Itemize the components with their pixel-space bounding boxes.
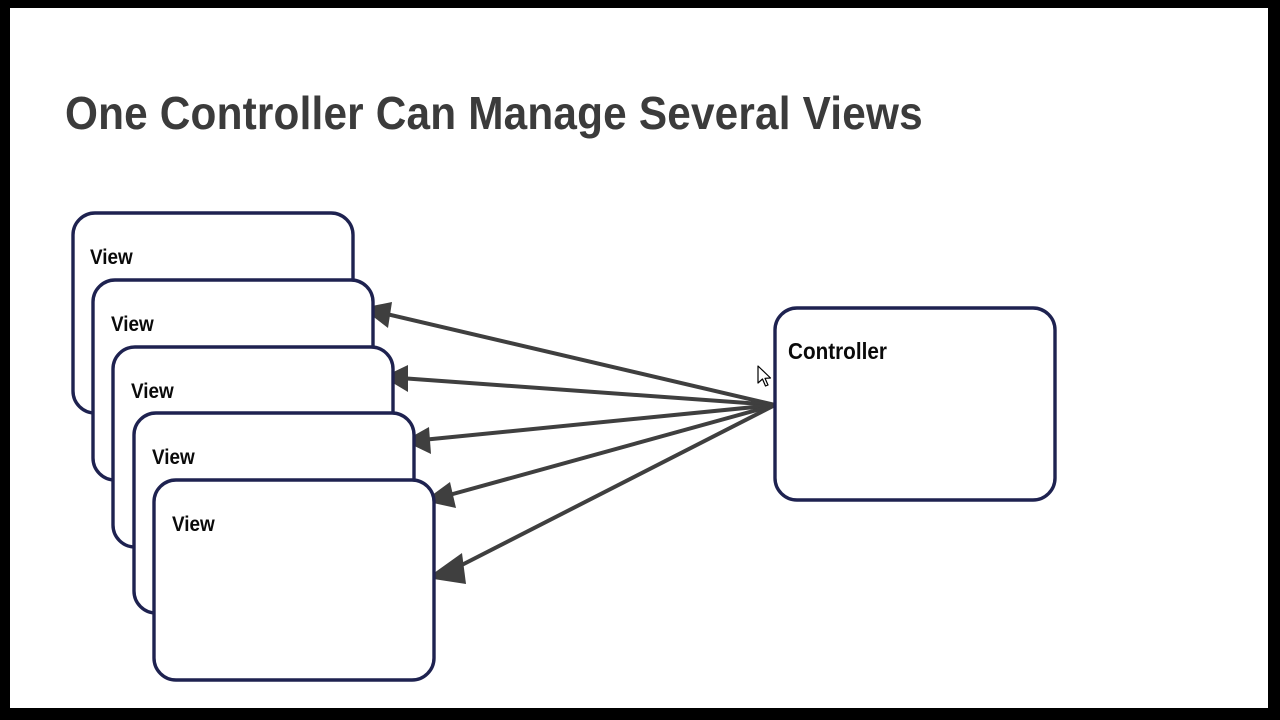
controller-box[interactable] — [773, 306, 1057, 502]
view-box-1-label: View — [90, 246, 133, 269]
arrow-to-view-2 — [383, 365, 776, 407]
view-box-4-label: View — [152, 446, 195, 469]
controller-box-label: Controller — [788, 338, 887, 364]
slide-canvas: One Controller Can Manage Several Views — [10, 8, 1268, 708]
view-box-3-label: View — [131, 380, 174, 403]
page-title: One Controller Can Manage Several Views — [65, 87, 923, 139]
view-box-2-label: View — [111, 313, 154, 336]
view-box-5-label: View — [172, 513, 215, 536]
arrow-to-view-3 — [404, 403, 776, 454]
view-box-5[interactable] — [152, 478, 436, 682]
arrow-to-view-5 — [427, 403, 776, 584]
diagram-canvas — [71, 211, 1057, 682]
